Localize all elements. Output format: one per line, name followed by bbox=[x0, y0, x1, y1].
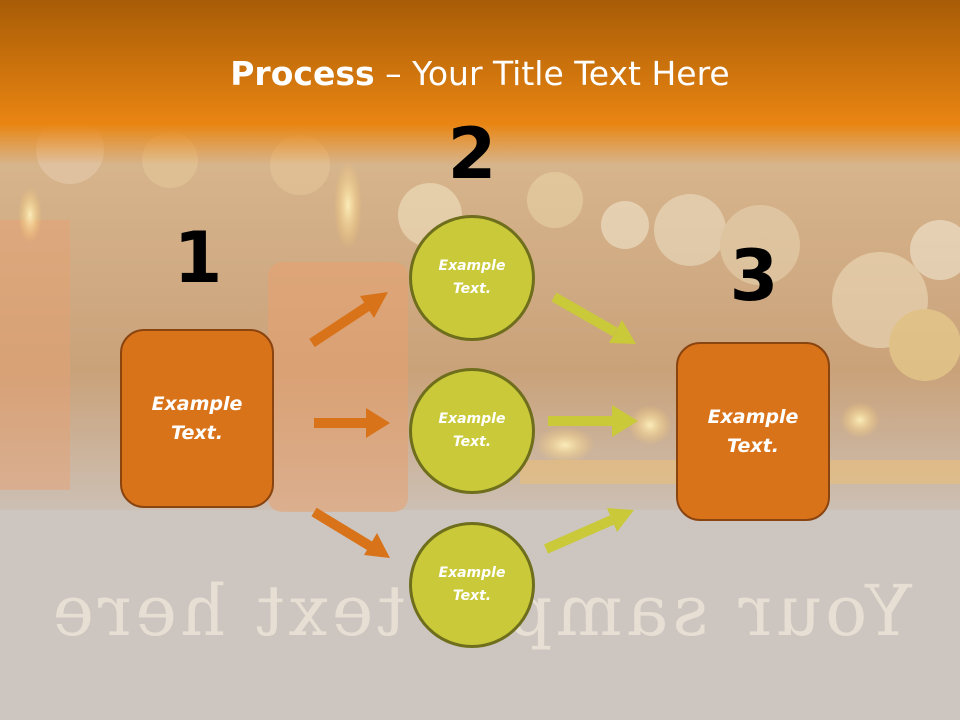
circle-bottom-line1: Example bbox=[438, 565, 506, 581]
step-3-text-line1: Example bbox=[707, 405, 799, 428]
arrow-top-to-3 bbox=[551, 292, 636, 344]
step-1-text-line1: Example bbox=[151, 392, 243, 415]
step-3-box: Example Text. bbox=[676, 342, 830, 521]
circle-bottom-line2: Text. bbox=[452, 588, 492, 604]
circle-top-line1: Example bbox=[438, 258, 506, 274]
step-3-text-line2: Text. bbox=[727, 434, 779, 457]
arrow-1-to-middle bbox=[314, 408, 390, 438]
step-2-number: 2 bbox=[447, 113, 497, 195]
circle-middle: Example Text. bbox=[409, 368, 535, 494]
arrow-1-to-top bbox=[309, 292, 388, 348]
step-1-box: Example Text. bbox=[120, 329, 274, 508]
circle-middle-line1: Example bbox=[438, 411, 506, 427]
step-3-number: 3 bbox=[729, 235, 779, 317]
circle-top-line2: Text. bbox=[452, 281, 492, 297]
circle-top: Example Text. bbox=[409, 215, 535, 341]
title-rest: – Your Title Text Here bbox=[374, 54, 730, 93]
step-1-text-line2: Text. bbox=[171, 421, 223, 444]
circle-middle-line2: Text. bbox=[452, 434, 492, 450]
circle-bottom: Example Text. bbox=[409, 522, 535, 648]
title-bold: Process bbox=[230, 54, 375, 93]
slide-title: Process – Your Title Text Here bbox=[0, 52, 960, 96]
step-1-number: 1 bbox=[173, 217, 223, 299]
arrow-middle-to-3 bbox=[548, 405, 638, 437]
arrow-bottom-to-3 bbox=[543, 508, 634, 554]
arrow-1-to-bottom bbox=[311, 507, 390, 558]
